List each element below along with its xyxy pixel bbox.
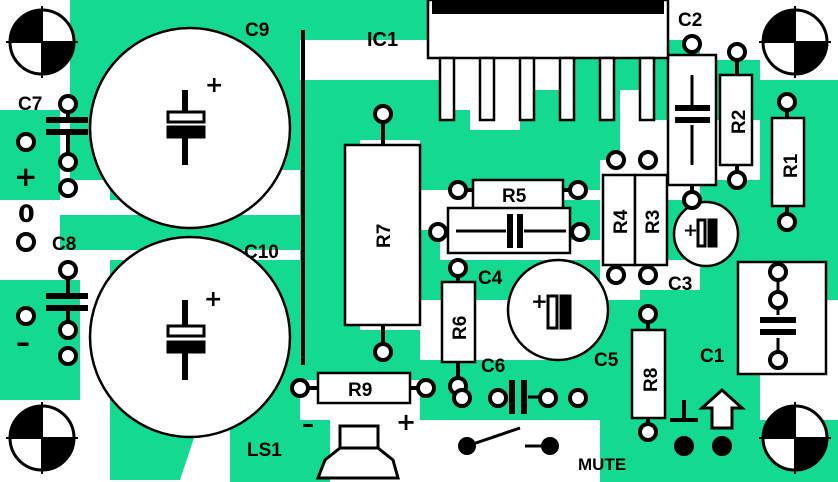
- solder-pads: [16, 34, 797, 456]
- label-c9: C9: [245, 20, 269, 41]
- label-r1: R1: [781, 153, 802, 178]
- solder-pad: [373, 104, 393, 124]
- c9-polarity: +: [205, 73, 223, 98]
- solder-pad: [606, 265, 626, 285]
- solder-pad: [58, 320, 78, 340]
- solder-pad: [568, 180, 588, 200]
- r3-body: [633, 173, 669, 267]
- solder-pad: [428, 222, 448, 242]
- solder-pad: [768, 350, 788, 370]
- solder-pad: [448, 180, 468, 200]
- label-c6: C6: [481, 356, 505, 377]
- label-mute: MUTE: [578, 455, 626, 474]
- solder-pad: [416, 378, 436, 398]
- ground-symbol-icon: [670, 400, 698, 422]
- solder-pad: [16, 232, 36, 252]
- solder-pad: [58, 178, 78, 198]
- label-r6: R6: [450, 316, 471, 340]
- mounting-hole-icon: [759, 402, 831, 474]
- solder-pad: [568, 388, 588, 408]
- label-r8: R8: [641, 368, 662, 392]
- label-r5: R5: [502, 186, 527, 207]
- solder-pad: [452, 388, 472, 408]
- r7-body: [343, 143, 422, 327]
- label-r9: R9: [348, 380, 372, 401]
- c3-polarity: +: [683, 220, 698, 241]
- ls-minus-label: –: [302, 410, 314, 438]
- label-ic1: IC1: [367, 29, 398, 51]
- label-r4: R4: [611, 209, 632, 234]
- solder-pad: [58, 260, 78, 280]
- mounting-hole-icon: [6, 6, 78, 78]
- ground-pad: [677, 439, 691, 453]
- label-r7: R7: [374, 224, 395, 248]
- label-c2: C2: [678, 10, 702, 31]
- solder-pad: [488, 388, 508, 408]
- solder-pad: [58, 346, 78, 366]
- label-ls1: LS1: [247, 440, 282, 461]
- r1-body: [770, 116, 806, 208]
- switch-icon: [458, 426, 559, 455]
- label-c8: C8: [52, 234, 76, 255]
- solder-pad: [606, 150, 626, 170]
- mounting-hole-icon: [6, 402, 78, 474]
- solder-pad: [290, 378, 310, 398]
- mounting-hole-icon: [759, 6, 831, 78]
- ic1: [426, 0, 670, 122]
- solder-pad: [16, 132, 36, 152]
- solder-pad: [682, 34, 702, 54]
- solder-pad: [538, 388, 558, 408]
- solder-pad: [638, 422, 658, 442]
- solder-pad: [373, 342, 393, 362]
- solder-pad: [638, 304, 658, 324]
- ls-plus-label: +: [396, 408, 416, 436]
- solder-pad: [58, 152, 78, 172]
- solder-pad: [777, 92, 797, 112]
- solder-pad: [727, 170, 747, 190]
- solder-pad: [58, 94, 78, 114]
- speaker-icon: [315, 424, 400, 480]
- label-r3: R3: [643, 210, 664, 234]
- solder-pad: [777, 212, 797, 232]
- r4-body: [601, 173, 637, 267]
- r9-body: [316, 371, 412, 405]
- input-pad: [715, 439, 729, 453]
- solder-pad: [638, 150, 658, 170]
- label-c10: C10: [244, 242, 279, 263]
- label-c7: C7: [18, 94, 42, 115]
- solder-pad: [570, 222, 590, 242]
- label-c3: C3: [668, 274, 692, 295]
- label-c4: C4: [478, 268, 503, 289]
- solder-pad: [727, 42, 747, 62]
- label-c1: C1: [700, 346, 725, 367]
- mounting-holes: [6, 6, 831, 474]
- solder-pad: [682, 190, 702, 210]
- supply-zero-label: 0: [18, 200, 35, 228]
- solder-pad: [16, 306, 36, 326]
- c5-polarity: +: [531, 289, 548, 313]
- c10-polarity: +: [204, 287, 222, 312]
- solder-pad: [768, 262, 788, 282]
- supply-plus-label: +: [14, 160, 37, 193]
- solder-pad: [448, 258, 468, 278]
- solder-pad: [768, 290, 788, 310]
- input-arrow-icon: [698, 387, 746, 430]
- supply-minus-label: –: [16, 326, 30, 359]
- labels: IC1 C9 C2 C7 C8 C10 C4 C3 C6 C5 C1 R5 R9…: [14, 10, 802, 474]
- label-r2: R2: [729, 110, 750, 134]
- solder-pad: [638, 265, 658, 285]
- label-c5: C5: [594, 350, 619, 371]
